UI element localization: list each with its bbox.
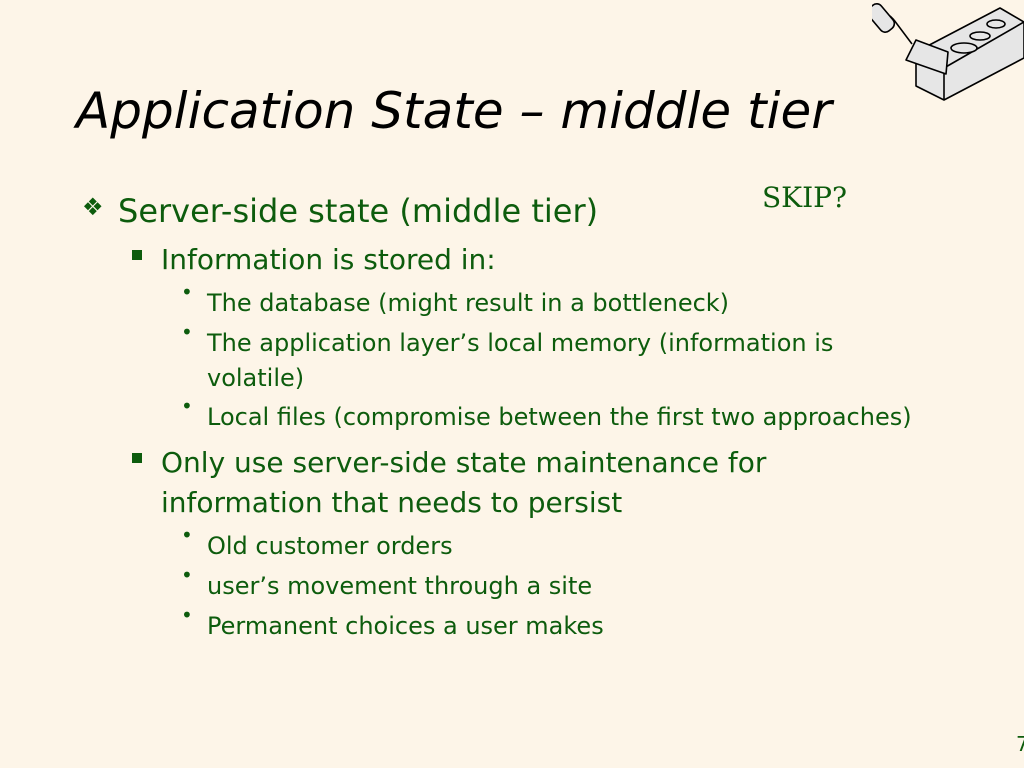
diamond-bullet-icon: ❖ (82, 193, 104, 221)
sub-bullet-text: user’s movement through a site (207, 572, 593, 600)
bullet-text: Information is stored in: (161, 243, 496, 276)
sub-bullet-user-movement: • user’s movement through a site (180, 563, 1017, 604)
dot-bullet-icon: • (181, 280, 193, 304)
bullet-persist-information: Only use server-side state maintenance f… (128, 443, 901, 523)
sub-bullet-permanent-choices: • Permanent choices a user makes (180, 603, 1017, 644)
sub-bullet-local-files: • Local files (compromise between the fi… (180, 394, 1017, 435)
sub-bullet-text: The database (might result in a bottlene… (207, 289, 730, 317)
bullet-server-side-state: ❖ Server-side state (middle tier) (82, 191, 598, 231)
page-number: 7 (1016, 732, 1024, 756)
bullet-text: Server-side state (middle tier) (118, 192, 599, 230)
sub-bullet-text: Permanent choices a user makes (207, 612, 604, 640)
slide-title: Application State – middle tier (76, 82, 832, 140)
bullet-text: Only use server-side state maintenance f… (161, 446, 767, 519)
trowel-and-brick-icon (872, 3, 1024, 101)
sub-bullet-old-orders: • Old customer orders (180, 523, 1017, 564)
sub-bullet-text: Old customer orders (207, 532, 453, 560)
sub-bullet-text: The application layer’s local memory (in… (207, 329, 834, 392)
dot-bullet-icon: • (181, 320, 193, 344)
sub-bullet-text: Local files (compromise between the firs… (207, 403, 912, 431)
dot-bullet-icon: • (181, 394, 193, 418)
dot-bullet-icon: • (181, 603, 193, 627)
dot-bullet-icon: • (181, 563, 193, 587)
square-bullet-icon (132, 453, 142, 463)
bullet-information-stored: Information is stored in: (128, 240, 921, 280)
square-bullet-icon (132, 250, 142, 260)
sub-bullet-database: • The database (might result in a bottle… (180, 280, 1017, 321)
skip-note: SKIP? (762, 181, 848, 214)
dot-bullet-icon: • (181, 523, 193, 547)
sub-bullet-local-memory: • The application layer’s local memory (… (180, 320, 907, 396)
